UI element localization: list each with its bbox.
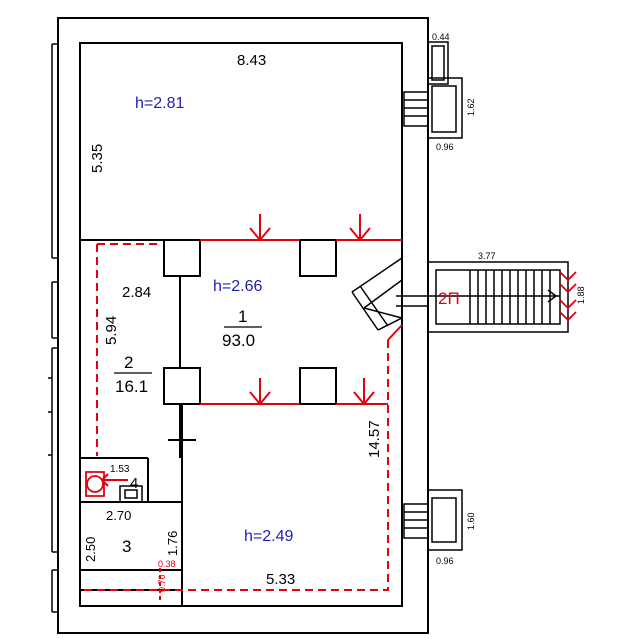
dim-stair-length: 3.77: [478, 251, 496, 261]
stair-direction-arrow-icon: [547, 289, 558, 303]
arrow-down-icon: [349, 214, 371, 242]
dim-room3-width: 2.70: [106, 508, 131, 523]
red-markings: [80, 239, 403, 600]
toilet-icon: [85, 471, 105, 497]
red-arrows: [101, 214, 375, 487]
dim-small-a: 0.38: [158, 559, 176, 569]
bathroom-fixtures: [85, 471, 105, 497]
sink-fixture: [119, 485, 143, 503]
room1-area: 93.0: [222, 331, 255, 350]
bay-window-top: [403, 41, 463, 139]
arrow-down-icon: [249, 378, 271, 406]
toilet-bowl-icon: [86, 475, 104, 493]
dim-room3-height: 2.50: [83, 537, 98, 562]
height-label-bottom: h=2.49: [244, 528, 293, 545]
left-window-marks: [48, 43, 58, 613]
dim-bay-bottom-b: 0.96: [436, 556, 454, 566]
inner-wall-outline: [79, 42, 403, 607]
dim-bay-top-b: 1.62: [466, 98, 476, 116]
room3-number: 3: [122, 537, 131, 556]
external-staircase: [427, 261, 569, 333]
labels: h=2.81 h=2.66 h=2.49 8.43 5.35 2.84 5.94…: [83, 32, 586, 592]
column: [299, 239, 337, 277]
height-label-top: h=2.81: [135, 95, 184, 112]
arrow-down-icon: [249, 214, 271, 242]
dim-bay-top-c: 0.96: [436, 142, 454, 152]
column: [299, 367, 337, 405]
dim-right-length: 14.57: [366, 420, 383, 458]
arrow-down-icon: [353, 378, 375, 406]
dim-bottom-width: 5.33: [266, 571, 295, 588]
arrow-left-icon: [101, 473, 128, 487]
bay-window-bottom: [403, 489, 463, 551]
column: [163, 367, 201, 405]
stair-red-marks: [559, 271, 577, 322]
sink-icon: [119, 485, 143, 503]
dim-bay-top-a: 0.44: [432, 32, 450, 42]
height-label-middle: h=2.66: [213, 278, 262, 295]
room1-number: 1: [238, 307, 247, 326]
dim-stair-width: 1.88: [576, 286, 586, 304]
dim-room2-height: 5.94: [103, 316, 120, 345]
room2-number: 2: [124, 353, 133, 372]
stair-entry: [351, 257, 428, 331]
column: [163, 239, 201, 277]
dim-room3-side: 1.76: [165, 531, 180, 556]
dim-bathroom: 1.53: [110, 464, 130, 475]
columns: [163, 239, 337, 405]
dim-top-width: 8.43: [237, 52, 266, 69]
dim-left-height: 5.35: [89, 144, 106, 173]
dim-bay-bottom-a: 1.60: [466, 512, 476, 530]
room4-number: 4: [130, 475, 138, 492]
stair-label: 2П: [438, 289, 460, 308]
dim-small-b: 0.70: [157, 574, 167, 592]
dim-room2-width: 2.84: [122, 284, 151, 301]
room2-area: 16.1: [115, 377, 148, 396]
